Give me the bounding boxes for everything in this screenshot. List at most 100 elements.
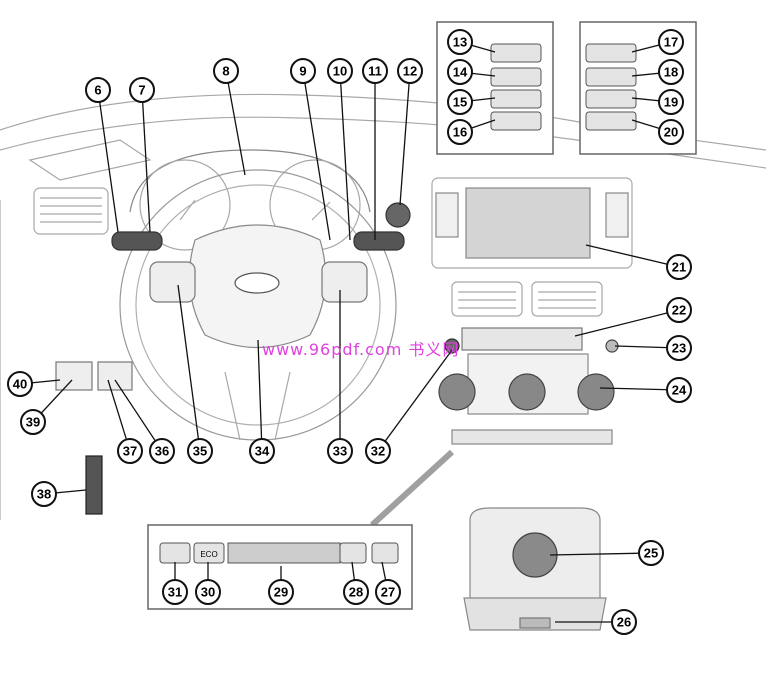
callout-12: 12	[397, 58, 423, 206]
callout-23: 23	[614, 335, 692, 361]
callout-number: 24	[672, 383, 687, 398]
callout-25: 25	[549, 540, 664, 566]
callout-number: 19	[664, 95, 678, 110]
callout-34: 34	[249, 339, 275, 464]
leader-line	[599, 387, 680, 391]
callout-29: 29	[268, 566, 294, 605]
callout-circle	[658, 119, 684, 145]
callout-number: 10	[333, 64, 347, 79]
callout-8: 8	[213, 58, 246, 176]
callout-circle	[7, 371, 33, 397]
callout-number: 22	[672, 303, 686, 318]
callout-circle	[268, 579, 294, 605]
callout-circle	[327, 438, 353, 464]
callout-circle	[638, 540, 664, 566]
callout-37: 37	[107, 379, 143, 464]
callout-18: 18	[631, 59, 684, 85]
callout-circle	[117, 438, 143, 464]
callout-32: 32	[365, 349, 453, 464]
callout-circle	[375, 579, 401, 605]
callout-11: 11	[362, 58, 388, 240]
leader-line	[302, 70, 331, 241]
callout-15: 15	[447, 89, 496, 115]
callout-circle	[611, 609, 637, 635]
leader-line	[225, 70, 246, 176]
callout-circle	[149, 438, 175, 464]
callout-19: 19	[631, 89, 684, 115]
callout-number: 28	[349, 585, 363, 600]
callout-40: 40	[7, 371, 61, 397]
callout-number: 31	[168, 585, 182, 600]
callout-circle	[447, 59, 473, 85]
callout-number: 37	[123, 444, 137, 459]
callout-number: 6	[94, 83, 101, 98]
callout-number: 18	[664, 65, 678, 80]
callout-35: 35	[177, 284, 213, 464]
leader-line	[257, 339, 263, 452]
callout-number: 14	[453, 65, 468, 80]
callout-number: 17	[664, 35, 678, 50]
callout-number: 23	[672, 341, 686, 356]
leader-line	[177, 284, 201, 452]
callout-number: 8	[222, 64, 229, 79]
callout-number: 26	[617, 615, 631, 630]
callout-number: 30	[201, 585, 215, 600]
callout-10: 10	[327, 58, 353, 241]
callout-number: 20	[664, 125, 678, 140]
callout-21: 21	[585, 244, 692, 280]
callout-circle	[447, 89, 473, 115]
callout-circle	[195, 579, 221, 605]
callout-circle	[85, 77, 111, 103]
callout-circle	[290, 58, 316, 84]
callout-circle	[658, 89, 684, 115]
callout-24: 24	[599, 377, 692, 403]
callout-number: 7	[138, 83, 145, 98]
callout-number: 35	[193, 444, 207, 459]
callout-39: 39	[20, 379, 73, 435]
callout-circle	[343, 579, 369, 605]
callout-circle	[658, 29, 684, 55]
callout-number: 27	[381, 585, 395, 600]
callout-circle	[327, 58, 353, 84]
callout-33: 33	[327, 290, 353, 464]
callout-30: 30	[195, 562, 221, 605]
callout-26: 26	[555, 609, 637, 635]
callout-number: 9	[299, 64, 306, 79]
callout-circle	[20, 409, 46, 435]
callout-9: 9	[290, 58, 331, 241]
callout-28: 28	[343, 561, 369, 605]
callout-number: 36	[155, 444, 169, 459]
leader-line	[114, 379, 163, 452]
callout-circle	[249, 438, 275, 464]
callout-circle	[365, 438, 391, 464]
leader-line	[97, 89, 119, 233]
callout-38: 38	[31, 481, 87, 507]
callout-number: 25	[644, 546, 658, 561]
callout-31: 31	[162, 562, 188, 605]
callout-number: 13	[453, 35, 467, 50]
callout-number: 15	[453, 95, 467, 110]
callout-number: 34	[255, 444, 270, 459]
callout-number: 21	[672, 260, 686, 275]
callout-27: 27	[375, 561, 401, 605]
callout-circle	[162, 579, 188, 605]
callout-14: 14	[447, 59, 496, 85]
callout-number: 11	[368, 64, 382, 79]
callout-circle	[362, 58, 388, 84]
watermark: www.96pdf.com 书义网	[262, 340, 460, 359]
callout-20: 20	[631, 119, 684, 145]
leader-line	[399, 70, 411, 206]
callout-number: 16	[453, 125, 467, 140]
callout-number: 39	[26, 415, 40, 430]
callout-22: 22	[574, 297, 692, 337]
leader-line	[549, 552, 652, 556]
callout-7: 7	[129, 77, 155, 233]
callout-circle	[447, 119, 473, 145]
eco-label: ECO	[200, 550, 217, 559]
callout-36: 36	[114, 379, 175, 464]
leader-line	[141, 89, 151, 233]
callout-circle	[213, 58, 239, 84]
callout-number: 12	[403, 64, 417, 79]
leader-line	[585, 244, 680, 268]
